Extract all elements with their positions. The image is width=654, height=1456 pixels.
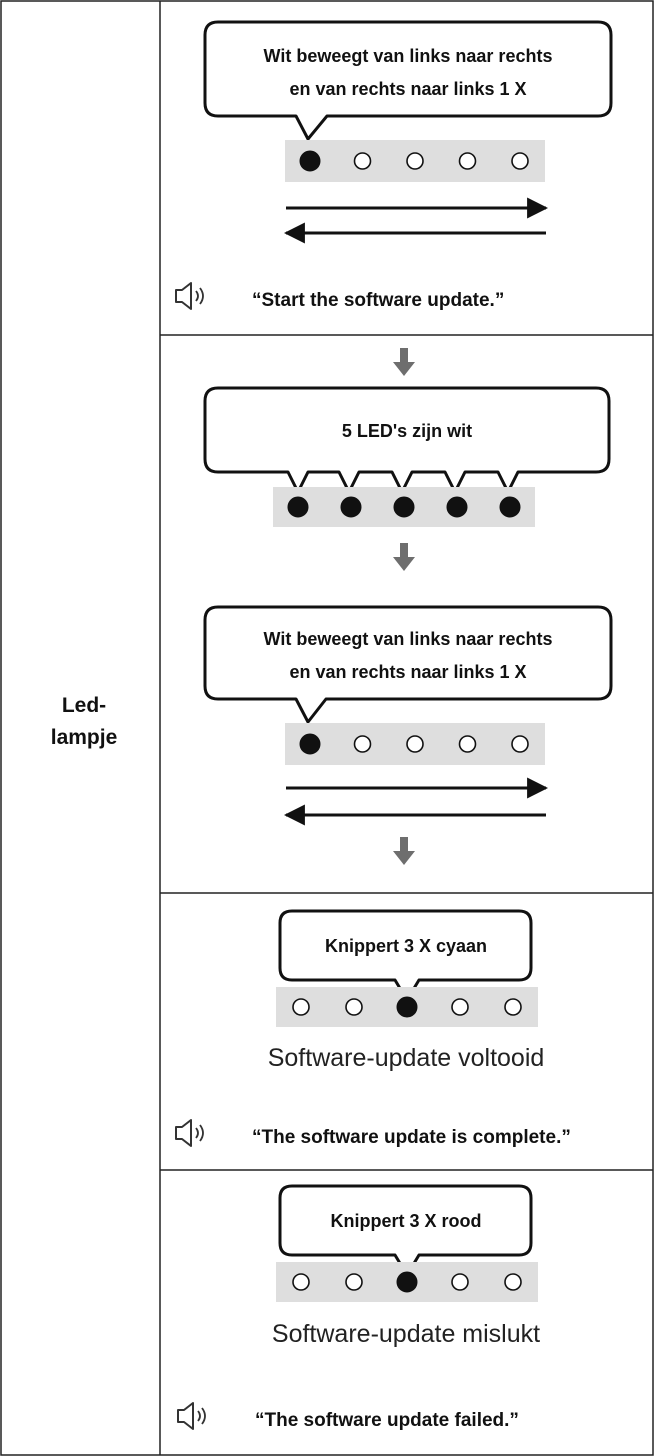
led-row [287, 496, 521, 518]
arrow-down-icon [393, 348, 415, 376]
speech-bubble [203, 20, 613, 141]
speaker-icon [175, 282, 204, 310]
speaker-icon [177, 1402, 206, 1430]
bubble-text-line2: en van rechts naar links 1 X [289, 79, 526, 99]
led-on-icon [393, 496, 415, 518]
led-off-icon [504, 998, 522, 1016]
led-off-icon [353, 735, 372, 753]
section-progress: 5 LED's zijn wit Wit beweegt van links n… [203, 348, 613, 865]
led-off-icon [292, 1273, 310, 1291]
speaker-icon [175, 1119, 204, 1147]
led-off-icon [292, 998, 310, 1016]
led-row [292, 996, 522, 1018]
led-off-icon [511, 152, 529, 170]
led-off-icon [345, 998, 363, 1016]
led-on-icon [446, 496, 468, 518]
led-on-icon [340, 496, 362, 518]
led-off-icon [458, 735, 477, 753]
bubble-text: Knippert 3 X cyaan [325, 936, 487, 956]
led-off-icon [451, 998, 469, 1016]
bubble-text: Knippert 3 X rood [330, 1211, 481, 1231]
bubble-text-line1: Wit beweegt van links naar rechts [264, 46, 553, 66]
led-off-icon [345, 1273, 363, 1291]
led-row [292, 1271, 522, 1293]
voice-prompt: “Start the software update.” [252, 290, 504, 311]
section-complete: Knippert 3 X cyaan Software-update volto… [175, 909, 571, 1148]
led-off-icon [511, 735, 529, 753]
led-off-icon [353, 152, 372, 170]
voice-prompt: “The software update is complete.” [252, 1127, 571, 1148]
status-text: Software-update mislukt [272, 1320, 540, 1348]
led-row [299, 733, 529, 755]
bubble-text-line1: Wit beweegt van links naar rechts [264, 629, 553, 649]
led-on-icon [299, 733, 321, 755]
row-label-line1: Led- [62, 694, 106, 717]
led-on-icon [396, 1271, 418, 1293]
row-label-line2: lampje [51, 726, 118, 749]
section-start: Wit beweegt van links naar rechts en van… [175, 20, 613, 311]
speech-bubble-multi [203, 386, 611, 494]
speech-bubble [203, 605, 613, 724]
section-failed: Knippert 3 X rood Software-update misluk… [177, 1184, 540, 1431]
led-row [299, 150, 529, 172]
status-text: Software-update voltooid [268, 1044, 545, 1072]
led-on-icon [499, 496, 521, 518]
arrow-down-icon [393, 837, 415, 865]
voice-prompt: “The software update failed.” [255, 1410, 519, 1431]
bubble-text-line2: en van rechts naar links 1 X [289, 662, 526, 682]
led-off-icon [504, 1273, 522, 1291]
bubble-text: 5 LED's zijn wit [342, 421, 472, 441]
led-off-icon [451, 1273, 469, 1291]
led-on-icon [299, 150, 321, 172]
arrow-down-icon [393, 543, 415, 571]
led-off-icon [458, 152, 477, 170]
led-on-icon [396, 996, 418, 1018]
led-on-icon [287, 496, 309, 518]
led-off-icon [406, 735, 424, 753]
led-off-icon [406, 152, 424, 170]
